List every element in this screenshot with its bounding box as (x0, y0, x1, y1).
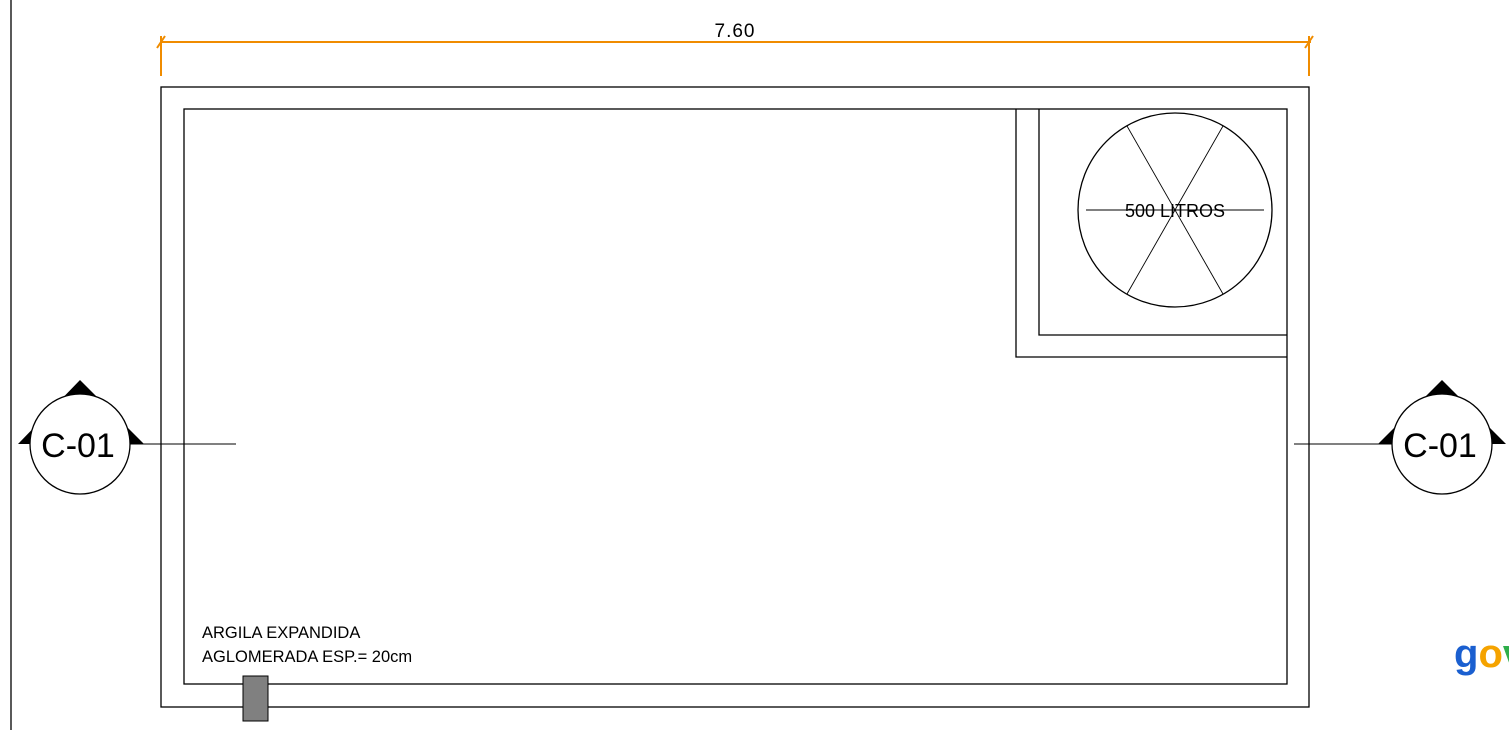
water-tank: 500 LITROS (1077, 112, 1273, 308)
section-label-left: C-01 (41, 427, 115, 465)
outer-wall (160, 86, 1310, 708)
dimension-tick-left (156, 35, 166, 49)
dimension-tick-right (1304, 35, 1314, 49)
tank-label: 500 LITROS (1125, 201, 1225, 221)
tank-enclosure-inner (1038, 109, 1287, 336)
note-line-2: AGLOMERADA ESP.= 20cm (202, 648, 412, 666)
dimension-label: 7.60 (715, 21, 756, 42)
note-marker (242, 675, 269, 722)
inner-wall (183, 108, 1288, 685)
tank-circle (1077, 112, 1273, 308)
dimension: 7.60 (156, 21, 1314, 76)
gov-logo: gov (1454, 632, 1509, 676)
section-label-right: C-01 (1403, 427, 1477, 465)
section-marker-right: C-01 (1294, 380, 1506, 495)
section-bubble-right (1391, 393, 1493, 495)
tank-enclosure-outer (1015, 109, 1287, 358)
section-marker-left: C-01 (18, 380, 236, 495)
note-line-1: ARGILA EXPANDIDA (202, 624, 360, 642)
